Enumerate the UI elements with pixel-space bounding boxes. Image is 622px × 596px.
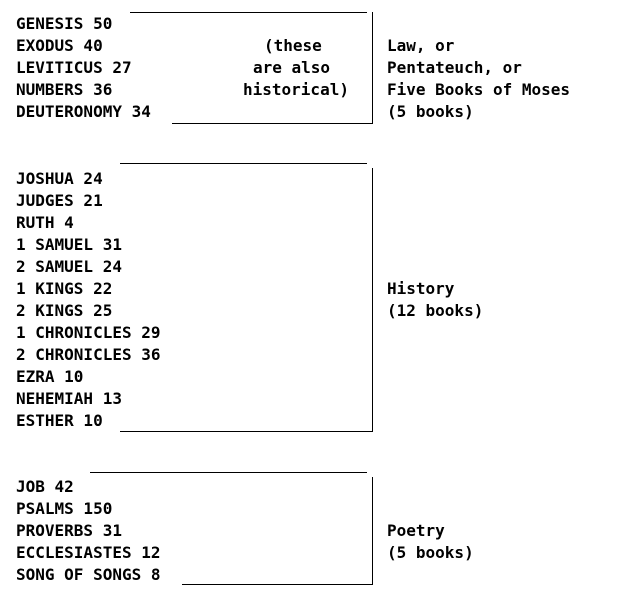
- group-label: Pentateuch, or: [387, 58, 522, 77]
- book-entry: ECCLESIASTES 12: [16, 543, 161, 562]
- book-entry: 1 CHRONICLES 29: [16, 323, 161, 342]
- book-entry: 1 SAMUEL 31: [16, 235, 122, 254]
- book-entry: 1 KINGS 22: [16, 279, 113, 298]
- group-label: (5 books): [387, 543, 474, 562]
- book-entry: PROVERBS 31: [16, 521, 122, 540]
- top-rule: [90, 472, 367, 473]
- side-note: (these: [264, 36, 322, 55]
- group-label: Law, or: [387, 36, 455, 55]
- book-entry: 2 CHRONICLES 36: [16, 345, 161, 364]
- book-entry: NUMBERS 36: [16, 80, 113, 99]
- group-label: Five Books of Moses: [387, 80, 571, 99]
- book-entry: JOSHUA 24: [16, 169, 103, 188]
- top-rule: [130, 12, 367, 13]
- bracket-vertical: [372, 12, 373, 124]
- book-entry: DEUTERONOMY 34: [16, 102, 151, 121]
- book-entry: ESTHER 10: [16, 411, 103, 430]
- book-entry: PSALMS 150: [16, 499, 113, 518]
- book-entry: LEVITICUS 27: [16, 58, 132, 77]
- book-entry: EZRA 10: [16, 367, 84, 386]
- bracket-vertical: [372, 168, 373, 432]
- book-entry: 2 KINGS 25: [16, 301, 113, 320]
- book-entry: GENESIS 50: [16, 14, 113, 33]
- side-note: are also: [253, 58, 331, 77]
- book-entry: JUDGES 21: [16, 191, 103, 210]
- bottom-rule: [120, 431, 372, 432]
- side-note: historical): [243, 80, 349, 99]
- book-entry: 2 SAMUEL 24: [16, 257, 122, 276]
- group-label: History: [387, 279, 455, 298]
- bottom-rule: [172, 123, 372, 124]
- book-entry: SONG OF SONGS 8: [16, 565, 161, 584]
- bracket-vertical: [372, 477, 373, 585]
- book-entry: NEHEMIAH 13: [16, 389, 122, 408]
- book-entry: RUTH 4: [16, 213, 74, 232]
- top-rule: [120, 163, 367, 164]
- book-entry: JOB 42: [16, 477, 74, 496]
- book-entry: EXODUS 40: [16, 36, 103, 55]
- group-label: (12 books): [387, 301, 484, 320]
- group-label: (5 books): [387, 102, 474, 121]
- group-label: Poetry: [387, 521, 445, 540]
- bottom-rule: [182, 584, 372, 585]
